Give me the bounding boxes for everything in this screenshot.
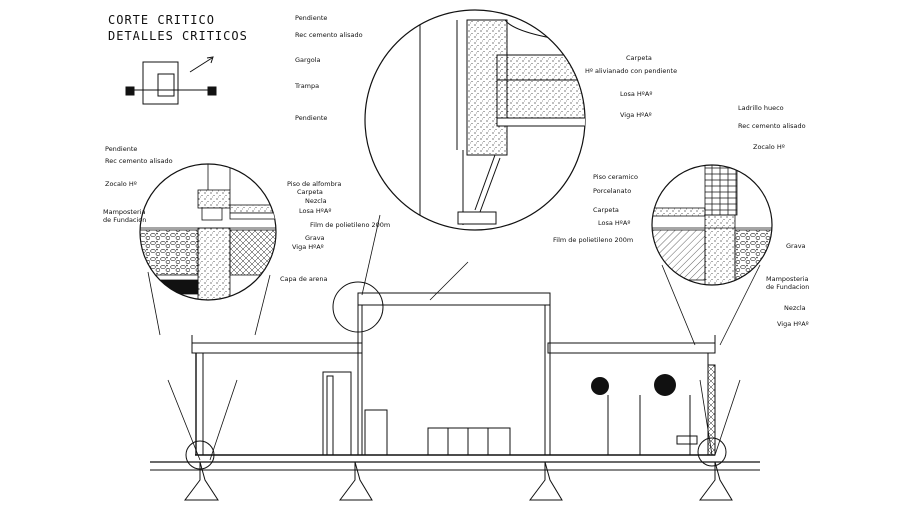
label-viga-right: Viga HºAº bbox=[777, 320, 809, 328]
label-mamposteria-right: Mamposteria bbox=[766, 275, 809, 283]
lamp-fixtures bbox=[591, 374, 676, 396]
label-h-alivianado: Hº alivianado con pendiente bbox=[585, 67, 678, 75]
label-grava-right: Grava bbox=[786, 242, 806, 250]
label-carpeta-left: Carpeta bbox=[297, 188, 323, 196]
drawing-subtitle: DETALLES CRITICOS bbox=[108, 29, 248, 43]
label-fundacion-right: de Fundacion bbox=[766, 283, 810, 291]
label-piso-alfombra: Piso de alfombra bbox=[287, 180, 342, 188]
label-losa-right: Losa HºAº bbox=[598, 219, 631, 227]
label-losa-left: Losa HºAº bbox=[299, 207, 332, 215]
label-mamposteria-left: Mamposteria bbox=[103, 208, 146, 216]
label-porcelanato: Porcelanato bbox=[593, 187, 632, 195]
label-viga-left: Viga HºAº bbox=[292, 243, 324, 251]
label-carpeta-top: Carpeta bbox=[626, 54, 652, 62]
label-trampa: Trampa bbox=[295, 82, 320, 90]
label-nezcla-left: Nezcla bbox=[305, 197, 327, 205]
label-grava-left: Grava bbox=[305, 234, 325, 242]
label-rec-cemento-right: Rec cemento alisado bbox=[738, 122, 806, 130]
building-section bbox=[150, 281, 760, 501]
drawing-title: CORTE CRITICO bbox=[108, 13, 215, 27]
section-key-symbol bbox=[125, 56, 217, 105]
label-rec-cemento-left: Rec cemento alisado bbox=[105, 157, 173, 165]
label-nezcla-right: Nezcla bbox=[784, 304, 806, 312]
label-zocalo-right: Zocalo Hº bbox=[753, 143, 785, 151]
detail-circle-right bbox=[651, 164, 773, 286]
label-fundacion-left: de Fundacion bbox=[103, 216, 147, 224]
label-zocalo-left: Zocalo Hº bbox=[105, 180, 137, 188]
label-losa-top: Losa HºAº bbox=[620, 90, 653, 98]
detail-circle-left bbox=[139, 163, 277, 301]
label-viga-top: Viga HºAº bbox=[620, 111, 652, 119]
label-pendiente-top-2: Pendiente bbox=[295, 114, 328, 122]
label-rec-cemento-top: Rec cemento alisado bbox=[295, 31, 363, 39]
label-piso-ceramico: Piso ceramico bbox=[593, 173, 638, 181]
label-pendiente-top: Pendiente bbox=[295, 14, 328, 22]
label-pendiente-left: Pendiente bbox=[105, 145, 138, 153]
detail-circle-top bbox=[364, 9, 586, 231]
label-capa-arena: Capa de arena bbox=[280, 275, 328, 283]
label-carpeta-right: Carpeta bbox=[593, 206, 619, 214]
label-film-left: Film de polietileno 200m bbox=[310, 221, 391, 229]
label-gargola: Gargola bbox=[295, 56, 321, 64]
label-film-right: Film de polietileno 200m bbox=[553, 236, 634, 244]
label-ladrillo-hueco: Ladrillo hueco bbox=[738, 104, 784, 112]
